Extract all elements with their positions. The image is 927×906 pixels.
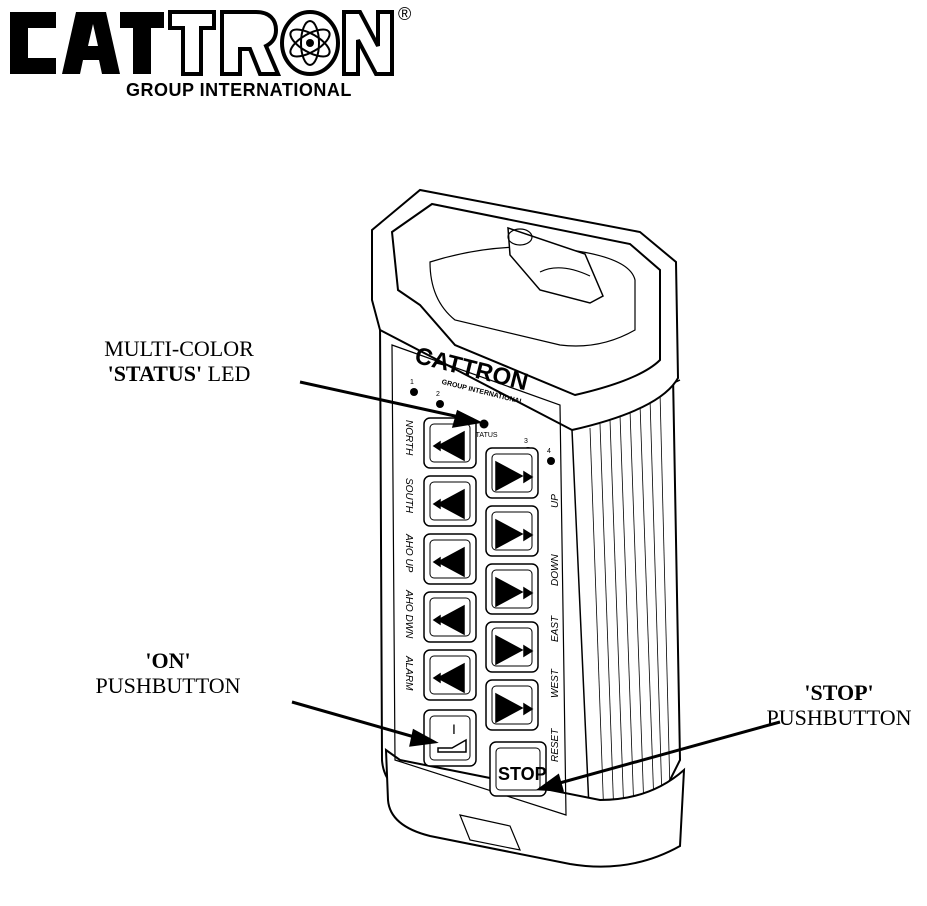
down-button[interactable] [486,506,538,556]
north-button[interactable] [424,418,476,468]
aho-up-button[interactable] [424,534,476,584]
stop-label: STOP [498,764,547,784]
svg-text:3: 3 [524,438,528,445]
svg-text:2: 2 [436,391,440,398]
west-button[interactable] [486,622,538,672]
label-north: NORTH [403,420,414,456]
on-pushbutton-callout: 'ON' PUSHBUTTON [80,648,256,698]
on-pushbutton[interactable] [424,710,476,766]
label-south: SOUTH [403,478,414,514]
status-led [480,420,489,429]
on-callout-line1: 'ON' [80,648,256,673]
up-button[interactable] [486,448,538,498]
registered-mark: ® [398,4,411,24]
alarm-button[interactable] [424,650,476,700]
status-callout-line1: MULTI-COLOR [88,336,270,361]
reset-button[interactable] [486,680,538,730]
on-callout-line2: PUSHBUTTON [80,673,256,698]
stop-callout-line1: 'STOP' [752,680,926,705]
logo-subtitle: GROUP INTERNATIONAL [126,80,352,101]
led-1 [410,388,418,396]
label-aho-up: AHO UP [403,533,414,573]
label-east: EAST [550,615,561,642]
label-up: UP [550,494,561,508]
stop-pushbutton-callout: 'STOP' PUSHBUTTON [752,680,926,730]
label-west: WEST [550,668,561,698]
status-led-callout: MULTI-COLOR 'STATUS' LED [88,336,270,386]
label-reset: RESET [550,728,561,762]
south-button[interactable] [424,476,476,526]
label-aho-dwn: AHO DWN [403,589,414,639]
on-symbol: I [452,721,456,737]
cattron-logo [10,12,392,74]
aho-dwn-button[interactable] [424,592,476,642]
status-callout-line2: 'STATUS' LED [88,361,270,386]
svg-text:1: 1 [410,379,414,386]
label-alarm: ALARM [403,655,414,691]
label-down: DOWN [550,554,561,586]
led-2 [436,400,444,408]
svg-text:4: 4 [547,448,551,455]
east-button[interactable] [486,564,538,614]
stop-callout-line2: PUSHBUTTON [752,705,926,730]
led-4 [547,457,555,465]
